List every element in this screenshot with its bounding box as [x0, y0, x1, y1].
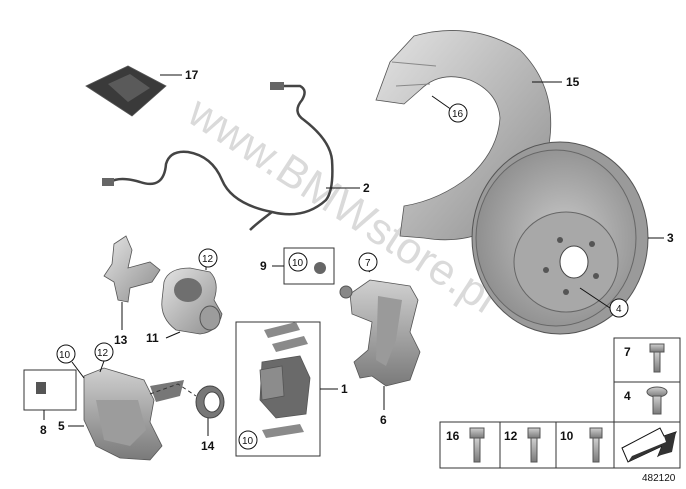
label-2: 2	[363, 181, 370, 195]
label-12-bolt: 12	[504, 429, 518, 443]
label-11: 11	[146, 331, 159, 345]
label-10-callout-c: 10	[59, 350, 71, 361]
label-13: 13	[114, 333, 128, 347]
label-4-callout: 4	[616, 304, 622, 315]
part-5-caliper: 10 12 8 5	[23, 342, 197, 461]
part-13-bracket: 13	[103, 235, 161, 347]
callout-12-circle	[198, 248, 218, 268]
label-12-callout-b: 12	[97, 348, 109, 359]
callout-7-circle	[358, 252, 378, 272]
callout-16-circle	[448, 103, 468, 123]
label-1: 1	[341, 382, 348, 396]
label-17: 17	[185, 68, 199, 82]
part-14-seal: 14	[195, 385, 225, 453]
label-3: 3	[667, 231, 674, 245]
label-6: 6	[380, 413, 387, 427]
part-11-motor: 11 12	[146, 248, 223, 345]
part-2-wear-sensor: 2	[102, 82, 370, 231]
label-8: 8	[40, 423, 47, 437]
part-17-pad: 17	[85, 65, 199, 117]
label-7-bolt: 7	[624, 345, 631, 359]
label-5: 5	[58, 419, 65, 433]
label-7-callout: 7	[365, 258, 371, 269]
label-10-callout-b: 10	[242, 436, 254, 447]
label-12-callout: 12	[202, 254, 214, 265]
part-3-brake-disc: 3 4	[471, 141, 674, 335]
label-10-callout-a: 10	[292, 258, 304, 269]
part-1-pad-set: 10 1	[235, 321, 348, 457]
label-15: 15	[566, 75, 580, 89]
part-9-group: 10 9	[260, 247, 335, 285]
part-6-carrier: 7 6	[339, 252, 421, 427]
label-16-bolt: 16	[446, 429, 460, 443]
label-10-bolt: 10	[560, 429, 574, 443]
label-4-bolt: 4	[624, 389, 631, 403]
label-14: 14	[201, 439, 215, 453]
label-9: 9	[260, 259, 267, 273]
callout-4-circle	[609, 298, 629, 318]
bolt-panel: 7 4 16 12 10	[439, 337, 681, 469]
reference-number: 482120	[642, 473, 676, 484]
label-16-callout: 16	[452, 109, 464, 120]
